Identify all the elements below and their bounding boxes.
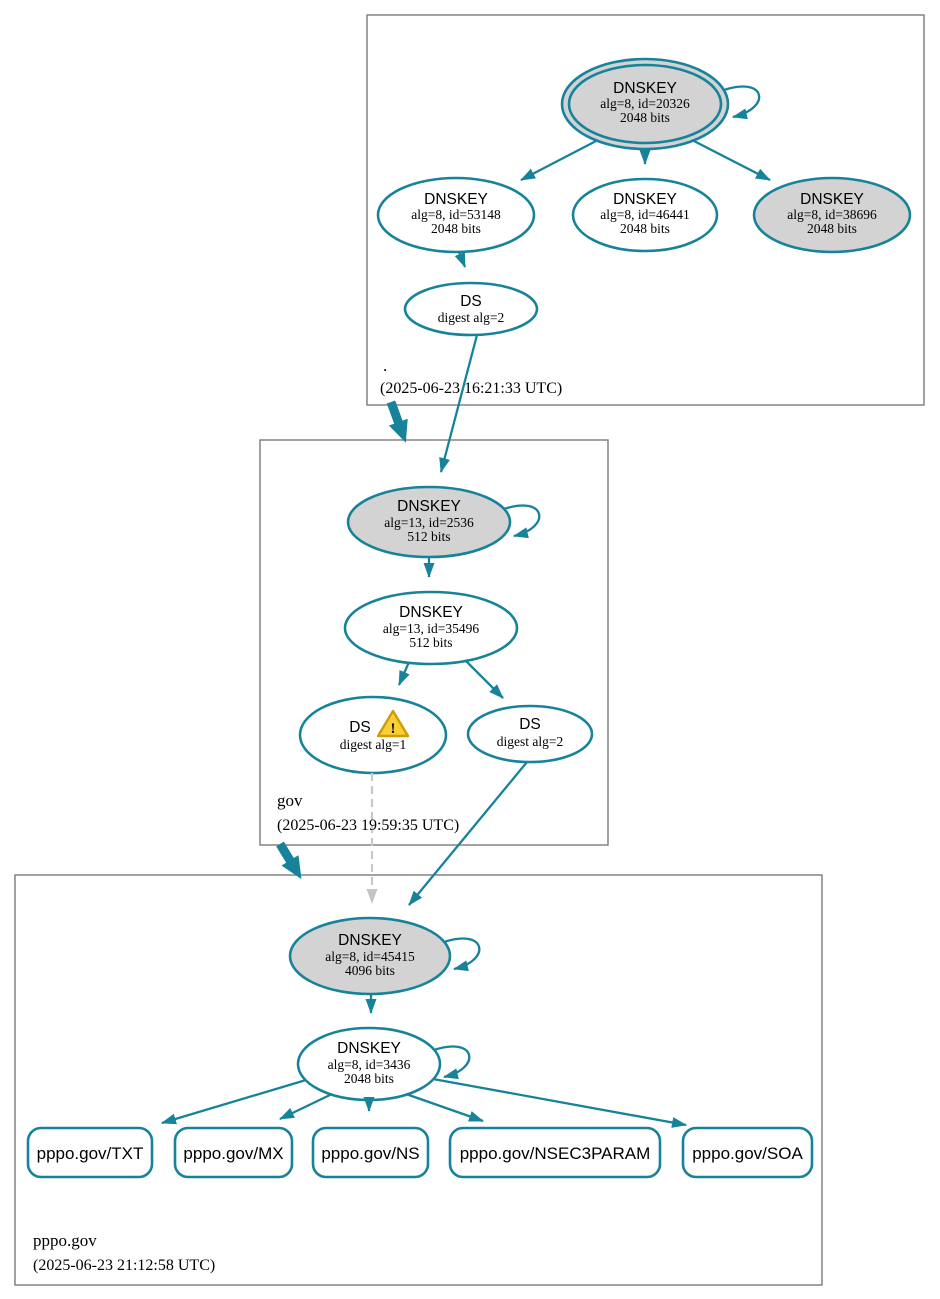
edge-root-ksk-to-dnskey-53148 [520, 138, 599, 182]
zone-label-gov: gov [277, 791, 303, 810]
pppo-dnskey-3436-title: DNSKEY [337, 1040, 401, 1057]
root-ds-title: DS [460, 293, 482, 310]
delegation-arrow-gov-to-pppo [276, 841, 302, 880]
root-dnskey-46441-alg: alg=8, id=46441 [600, 207, 689, 222]
rrset-soa-label: pppo.gov/SOA [692, 1144, 803, 1163]
node-root-ds[interactable] [403, 281, 539, 337]
rrset-ns-label: pppo.gov/NS [321, 1144, 419, 1163]
edge-gov-dnskey-to-ds-alg1 [397, 661, 411, 686]
node-gov-ds-alg2[interactable] [466, 704, 594, 764]
root-ds-digest: digest alg=2 [438, 310, 504, 325]
gov-dnskey-35496-bits: 512 bits [409, 635, 452, 650]
edge-root-ksk-to-dnskey-38696 [691, 138, 771, 182]
pppo-ksk-title: DNSKEY [338, 932, 402, 949]
delegation-arrow-root-to-gov [386, 400, 408, 443]
zone-box-pppo-gov [14, 874, 823, 1286]
gov-dnskey-35496-title: DNSKEY [399, 604, 463, 621]
edge-root-ksk-selfsign [723, 85, 761, 120]
root-dnskey-53148-alg: alg=8, id=53148 [411, 207, 501, 222]
gov-ksk-bits: 512 bits [407, 529, 450, 544]
root-dnskey-38696-alg: alg=8, id=38696 [787, 207, 877, 222]
edge-pppo-dnskey-to-soa [432, 1077, 687, 1128]
edge-gov-dnskey-to-ds-alg2 [464, 659, 504, 699]
gov-ksk-alg: alg=13, id=2536 [384, 515, 474, 530]
svg-text:!: ! [391, 721, 396, 737]
zone-timestamp-gov: (2025-06-23 19:59:35 UTC) [277, 817, 459, 834]
gov-ds-alg2-digest: digest alg=2 [497, 734, 563, 749]
edge-pppo-dnskey-selfsign [433, 1045, 471, 1080]
zone-label-root: . [383, 356, 387, 375]
edge-root-dnskey-53148-to-ds [454, 251, 467, 268]
gov-ksk-title: DNSKEY [397, 498, 461, 515]
gov-ds-alg2-title: DS [519, 716, 541, 733]
edge-pppo-dnskey-to-txt [161, 1078, 307, 1125]
zone-box-gov [259, 439, 609, 846]
root-dnskey-38696-bits: 2048 bits [807, 221, 857, 236]
edge-gov-ds-alg2-to-pppo-ksk [408, 761, 528, 906]
root-dnskey-46441-bits: 2048 bits [620, 221, 670, 236]
warning-icon: ! [376, 709, 410, 738]
root-dnskey-38696-title: DNSKEY [800, 191, 864, 208]
pppo-dnskey-3436-bits: 2048 bits [344, 1071, 394, 1086]
root-ksk-alg: alg=8, id=20326 [600, 96, 690, 111]
gov-dnskey-35496-alg: alg=13, id=35496 [383, 621, 479, 636]
root-dnskey-53148-bits: 2048 bits [431, 221, 481, 236]
zone-timestamp-pppo-gov: (2025-06-23 21:12:58 UTC) [33, 1257, 215, 1274]
rrset-nsec3param-label: pppo.gov/NSEC3PARAM [460, 1144, 651, 1163]
zone-label-pppo-gov: pppo.gov [33, 1231, 97, 1250]
node-rrset-txt[interactable] [26, 1126, 154, 1179]
node-root-dnskey-46441[interactable] [571, 177, 719, 253]
node-rrset-soa[interactable] [681, 1126, 814, 1179]
edge-pppo-ksk-selfsign [443, 937, 481, 972]
edge-pppo-dnskey-to-mx [279, 1092, 333, 1121]
zone-timestamp-root: (2025-06-23 16:21:33 UTC) [380, 380, 562, 397]
node-root-ksk-20326[interactable] [560, 57, 730, 151]
node-rrset-nsec3param[interactable] [448, 1126, 662, 1179]
node-rrset-mx[interactable] [173, 1126, 294, 1179]
node-gov-ds-alg1[interactable] [298, 695, 448, 775]
node-root-dnskey-38696[interactable] [752, 176, 912, 254]
root-ksk-bits: 2048 bits [620, 110, 670, 125]
edge-pppo-dnskey-to-nsec3param [405, 1092, 484, 1123]
root-dnskey-46441-title: DNSKEY [613, 191, 677, 208]
rrset-mx-label: pppo.gov/MX [183, 1144, 283, 1163]
zone-box-root [366, 14, 925, 406]
edge-root-ds-to-gov-ksk [439, 334, 479, 473]
node-gov-dnskey-35496[interactable] [343, 590, 519, 666]
root-dnskey-53148-title: DNSKEY [424, 191, 488, 208]
node-rrset-ns[interactable] [311, 1126, 430, 1179]
rrset-txt-label: pppo.gov/TXT [37, 1144, 144, 1163]
edge-gov-ksk-selfsign [503, 504, 541, 539]
pppo-dnskey-3436-alg: alg=8, id=3436 [328, 1057, 411, 1072]
root-ksk-title: DNSKEY [613, 80, 677, 97]
pppo-ksk-bits: 4096 bits [345, 963, 395, 978]
pppo-ksk-alg: alg=8, id=45415 [325, 949, 415, 964]
gov-ds-alg1-digest: digest alg=1 [340, 737, 406, 752]
gov-ds-alg1-title: DS [349, 719, 371, 736]
